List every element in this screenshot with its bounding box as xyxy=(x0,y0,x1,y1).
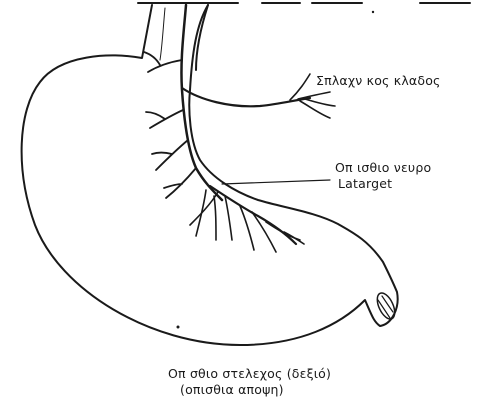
esophagus-inner xyxy=(160,8,165,60)
latarget-label: Latarget xyxy=(338,176,392,191)
stray-dot-2 xyxy=(372,11,374,13)
left-branch-1 xyxy=(144,52,182,72)
splanchnic-nerve xyxy=(182,88,310,106)
latarget-leader xyxy=(222,180,330,184)
posterior-nerve-label: Οπ ισθιο νευρο xyxy=(335,160,431,175)
latarget-nerve xyxy=(210,186,296,244)
stray-dot xyxy=(177,326,180,329)
pylorus xyxy=(374,290,399,321)
posterior-trunk-label: Οπ σθιο στελεχος (δεξιό) xyxy=(168,366,331,381)
lower-branch-2 xyxy=(214,196,216,240)
posterior-view-label: (οπισθια αποψη) xyxy=(180,382,284,397)
left-branch-3 xyxy=(152,140,188,170)
stomach-outline xyxy=(22,5,398,345)
lower-branch-1 xyxy=(196,190,206,236)
left-branch-4 xyxy=(164,168,196,198)
latarget-branches xyxy=(190,192,304,252)
left-branch-2 xyxy=(146,110,183,128)
splanchnic-branch-label: Σπλαχν κος κλαδος xyxy=(316,73,441,88)
esophagus-wall xyxy=(196,5,208,70)
